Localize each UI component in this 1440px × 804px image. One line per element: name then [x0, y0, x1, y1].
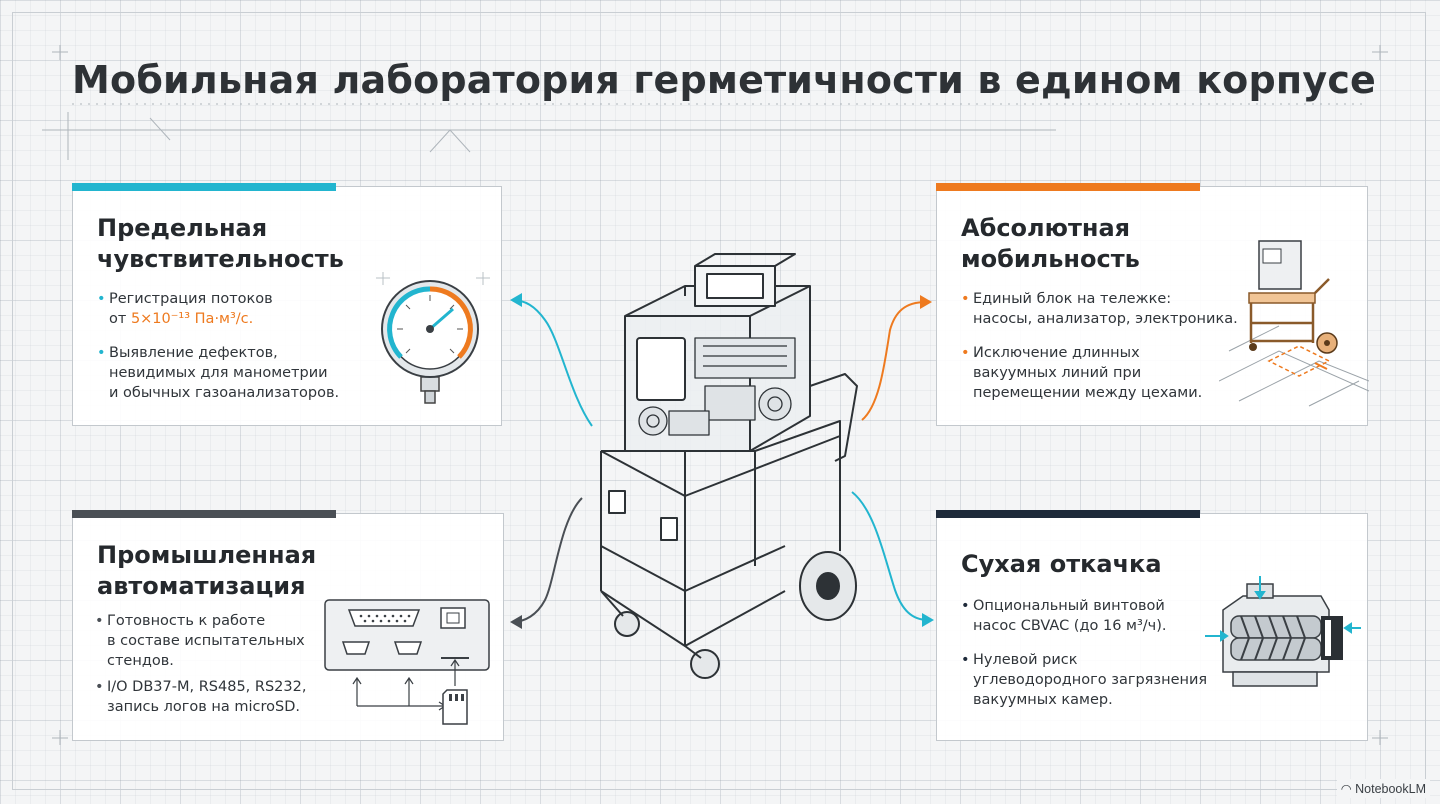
- bullet-item: Регистрация потоков от 5×10⁻¹³ Па·м³/с.: [97, 289, 347, 329]
- page-title: Мобильная лаборатория герметичности в ед…: [72, 58, 1377, 102]
- bullet-item: Исключение длинных вакуумных линий при п…: [961, 343, 1251, 403]
- bullet-item: I/O DB37-M, RS485, RS232, запись логов н…: [95, 677, 325, 717]
- card-heading: Промышленная автоматизация: [97, 541, 317, 600]
- card-accent-bar: [936, 183, 1200, 191]
- bullet-item: Выявление дефектов, невидимых для маноме…: [97, 343, 347, 403]
- card-heading: Сухая откачка: [961, 550, 1162, 578]
- card-bullets: Опциональный винтовой насос CBVAC (до 16…: [961, 596, 1221, 724]
- sensitivity-value: 5×10⁻¹³ Па·м³/с.: [130, 311, 254, 327]
- card-bullets: Регистрация потоков от 5×10⁻¹³ Па·м³/с. …: [97, 289, 347, 417]
- bullet-item: Готовность к работе в составе испытатель…: [95, 611, 325, 671]
- card-bullets: Единый блок на тележке: насосы, анализат…: [961, 289, 1251, 417]
- card-accent-bar: [72, 183, 336, 191]
- card-heading: Предельная чувствительность: [97, 214, 344, 273]
- card-bullets: Готовность к работе в составе испытатель…: [95, 611, 325, 731]
- card-dry-pumping: Сухая откачка Опциональный винтовой насо…: [936, 510, 1368, 741]
- cart-floor-plan-icon: [1219, 240, 1369, 407]
- bullet-item: Единый блок на тележке: насосы, анализат…: [961, 289, 1251, 329]
- screw-pump-icon: [1205, 576, 1361, 687]
- io-ports-panel-icon: [324, 599, 490, 725]
- pressure-gauge-icon: [376, 272, 490, 404]
- leak-detector-cart-icon: [600, 253, 858, 679]
- card-automation: Промышленная автоматизация Готовность к …: [72, 510, 504, 741]
- card-mobility: Абсолютная мобильность Единый блок на те…: [936, 183, 1369, 426]
- notebooklm-badge: ◠ NotebookLM: [1336, 779, 1430, 798]
- notebooklm-logo-icon: ◠: [1340, 782, 1356, 796]
- card-accent-bar: [72, 510, 336, 518]
- card-sensitivity: Предельная чувствительность Регистрация …: [72, 183, 502, 426]
- bullet-item: Опциональный винтовой насос CBVAC (до 16…: [961, 596, 1221, 636]
- card-heading: Абсолютная мобильность: [961, 214, 1140, 273]
- bullet-item: Нулевой риск углеводородного загрязнения…: [961, 650, 1221, 710]
- card-accent-bar: [936, 510, 1200, 518]
